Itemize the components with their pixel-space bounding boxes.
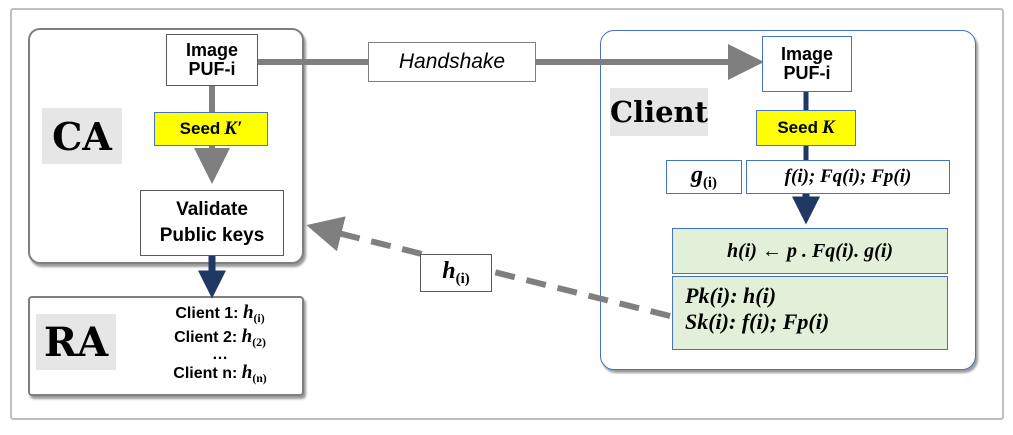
client-image-puf-box: Image PUF-i (762, 36, 852, 92)
ca-label: CA (42, 108, 122, 164)
validate-line2: Public keys (159, 225, 265, 246)
ca-validate-box: Validate Public keys (140, 190, 284, 256)
f-expression: f(i); Fq(i); Fp(i) (784, 166, 912, 188)
ca-image-line2: PUF-i (188, 59, 236, 79)
g-sub: (i) (702, 174, 718, 191)
ra-line-2: Client 2: h(2) (174, 325, 266, 349)
ra-line-ellipsis: … (212, 346, 228, 364)
h-label-var: h (442, 257, 456, 284)
client-image-line1: Image (780, 44, 834, 65)
ca-seed-var: K′ (224, 118, 243, 139)
ra-line-n: Client n: h(n) (173, 362, 267, 386)
h-label-box: h(i) (420, 254, 492, 292)
h-equation: h(i) ← p . Fq(i). g(i) (726, 239, 894, 262)
client-keys-box: Pk(i): h(i) Sk(i): f(i); Fp(i) (672, 276, 948, 350)
ca-image-puf-box: Image PUF-i (166, 34, 258, 86)
handshake-label: Handshake (368, 42, 536, 82)
validate-line1: Validate (176, 199, 248, 221)
ra-line-1: Client 1: h(i) (175, 302, 265, 326)
ca-image-line1: Image (185, 40, 239, 61)
ra-label: RA (36, 314, 116, 370)
pk-line: Pk(i): h(i) (685, 283, 777, 308)
h-label-sub: (i) (455, 270, 470, 287)
client-seed-box: Seed K (756, 110, 856, 146)
ca-seed-box: Seed K′ (154, 112, 268, 146)
sk-line: Sk(i): f(i); Fp(i) (685, 309, 830, 335)
client-label: Client (610, 88, 708, 136)
ca-seed-label: Seed (179, 119, 221, 138)
ra-client-list: Client 1: h(i) Client 2: h(2) … Client n… (150, 302, 290, 386)
client-h-equation-box: h(i) ← p . Fq(i). g(i) (672, 228, 948, 274)
client-g-box: g(i) (666, 160, 742, 194)
client-seed-var: K (821, 117, 835, 138)
client-f-box: f(i); Fq(i); Fp(i) (746, 160, 950, 194)
h-return-dashed-arrow (306, 216, 671, 319)
client-image-line2: PUF-i (783, 63, 831, 83)
client-seed-label: Seed (777, 118, 818, 137)
g-var: g (690, 161, 703, 188)
